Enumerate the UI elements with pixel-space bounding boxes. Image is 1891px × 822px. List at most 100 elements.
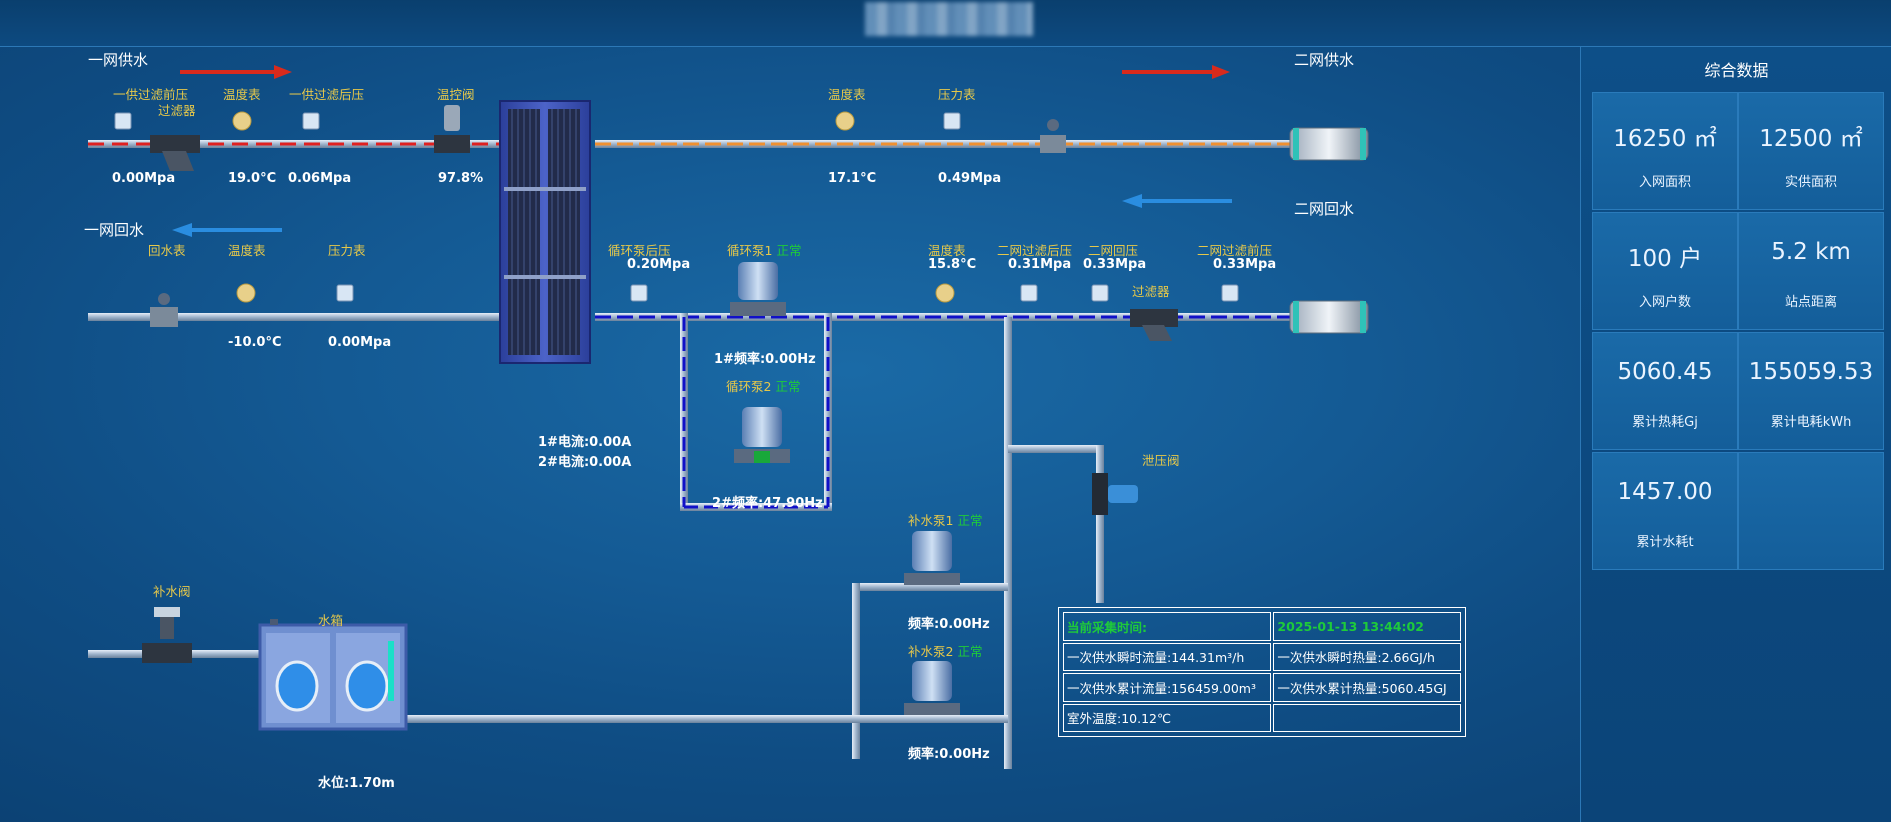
water-tank-label: 水箱 — [318, 613, 344, 628]
valve-open-value: 97.8% — [438, 171, 484, 186]
primary-return-pipe — [88, 313, 502, 321]
return-pressure-value: 0.00Mpa — [328, 335, 392, 350]
stat-cell-distance: 5.2 km 站点距离 — [1738, 212, 1884, 330]
empty-cell — [1273, 703, 1461, 732]
secondary-supply-label: 二网供水 — [1294, 51, 1355, 69]
flow-inst-cell: 一次供水瞬时流量:144.31m³/h — [1063, 642, 1272, 671]
pipe-network — [88, 65, 1369, 769]
collect-time-value: 2025-01-13 13:44:02 — [1273, 612, 1461, 641]
makeup-valve-label: 补水阀 — [153, 584, 191, 599]
pressure-gauge-icon — [302, 112, 320, 130]
makeup-riser-pipe — [1004, 317, 1012, 769]
secondary-supply-valve-icon — [1040, 119, 1066, 153]
temp-gauge-ret-label: 温度表 — [228, 243, 266, 258]
circ-pump-1-status: 正常 — [776, 243, 802, 258]
circ-pump-1-name: 循环泵1 — [727, 243, 773, 258]
sec-post-filter-label: 二网过滤后压 — [997, 243, 1073, 258]
makeup-pump-1-status: 正常 — [957, 513, 983, 528]
pressure-gauge-icon — [114, 112, 132, 130]
sec-post-filter-value: 0.31Mpa — [1008, 257, 1072, 272]
sr-temp-value: 15.8°C — [928, 257, 977, 272]
water-level-value: 水位:1.70m — [318, 776, 395, 791]
sec-pre-filter-label: 二网过滤前压 — [1197, 243, 1273, 258]
stat-cell-water-consumption: 1457.00 累计水耗t — [1592, 452, 1738, 570]
return-meter-label: 回水表 — [148, 243, 186, 258]
arrow-primary-supply-icon — [180, 65, 292, 79]
sec-return-pressure-label: 二网回压 — [1088, 243, 1139, 258]
circ-outlet-pressure-value: 0.20Mpa — [627, 257, 691, 272]
makeup-pump-2-status: 正常 — [957, 644, 983, 659]
stat-caption: 站点距离 — [1784, 295, 1837, 310]
makeup-pump-1-icon — [904, 531, 960, 585]
thermometer-icon — [835, 111, 855, 131]
pressure-gauge-icon — [336, 284, 354, 302]
current1-value: 1#电流:0.00A — [538, 435, 632, 450]
thermometer-icon — [935, 283, 955, 303]
stat-value: 1457.00 — [1617, 479, 1713, 505]
stat-caption: 累计水耗t — [1636, 535, 1694, 550]
makeup-pump-2-name: 补水泵2 — [908, 644, 954, 659]
filter-icon — [150, 135, 200, 171]
header-bar — [0, 0, 1891, 47]
makeup-pump-1-label: 补水泵1 正常 — [908, 510, 982, 529]
current2-value: 2#电流:0.00A — [538, 455, 632, 470]
stat-value: 16250 ㎡ — [1613, 126, 1717, 152]
sec-pre-filter-value: 0.33Mpa — [1213, 257, 1277, 272]
stat-caption: 入网面积 — [1638, 175, 1691, 190]
secondary-return-tank — [1289, 300, 1369, 334]
pressure-gauge-sec-label: 压力表 — [938, 87, 976, 102]
flow-total-cell: 一次供水累计流量:156459.00m³ — [1063, 673, 1272, 702]
temp-control-valve-icon — [434, 105, 470, 153]
post-filter-pressure-value: 0.06Mpa — [288, 171, 352, 186]
stat-value: 100 户 — [1627, 246, 1703, 272]
makeup-pipes — [405, 583, 1008, 759]
supply-temp-value: 19.0°C — [228, 171, 277, 186]
pre-filter-pressure-label: 一供过滤前压 — [113, 87, 189, 102]
stat-value: 155059.53 — [1748, 359, 1874, 385]
post-filter-pressure-label: 一供过滤后压 — [289, 87, 365, 102]
pressure-gauge-icon — [1091, 284, 1109, 302]
relief-valve-label: 泄压阀 — [1142, 453, 1180, 468]
page-title-blurred — [865, 2, 1033, 36]
water-tank-icon — [258, 619, 408, 731]
return-temp-value: -10.0°C — [228, 335, 282, 350]
circ-pump-2-label: 循环泵2 正常 — [726, 376, 800, 395]
circ-pump-2-name: 循环泵2 — [726, 379, 772, 394]
realtime-info-table: 当前采集时间: 2025-01-13 13:44:02 一次供水瞬时流量:144… — [1058, 607, 1466, 737]
filter-label: 过滤器 — [158, 103, 196, 118]
plate-heat-exchanger — [499, 100, 591, 364]
secondary-return-pipe — [595, 313, 1295, 321]
pressure-gauge-icon — [1221, 284, 1239, 302]
relief-valve-icon — [1092, 473, 1138, 515]
temp-gauge-label: 温度表 — [223, 87, 261, 102]
circ-pump-1-icon — [730, 262, 786, 316]
outdoor-temp-cell: 室外温度:10.12℃ — [1063, 703, 1272, 732]
primary-supply-pipe — [88, 140, 502, 148]
primary-supply-label: 一网供水 — [88, 51, 149, 69]
panel-title: 综合数据 — [1704, 61, 1769, 80]
collect-time-label: 当前采集时间: — [1063, 612, 1272, 641]
temp-gauge-sec-label: 温度表 — [828, 87, 866, 102]
stat-value: 5.2 km — [1771, 239, 1851, 265]
relief-branch-pipe — [1008, 445, 1104, 603]
stat-caption: 实供面积 — [1784, 175, 1837, 190]
temp-gauge-sr-label: 温度表 — [928, 243, 966, 258]
arrow-primary-return-icon — [172, 223, 282, 237]
heat-total-cell: 一次供水累计热量:5060.45GJ — [1273, 673, 1461, 702]
stat-caption: 累计热耗Gj — [1632, 415, 1698, 430]
stat-cell-power-consumption: 155059.53 累计电耗kWh — [1738, 332, 1884, 450]
stat-value: 5060.45 — [1617, 359, 1713, 385]
pump2-freq-value: 2#频率:47.90Hz — [712, 496, 823, 511]
stat-caption: 入网户数 — [1638, 295, 1691, 310]
pressure-gauge-icon — [1020, 284, 1038, 302]
stat-value: 12500 ㎡ — [1759, 126, 1863, 152]
stat-cell-households: 100 户 入网户数 — [1592, 212, 1738, 330]
arrow-secondary-supply-icon — [1122, 65, 1230, 79]
stat-caption: 累计电耗kWh — [1770, 415, 1852, 430]
secondary-return-label: 二网回水 — [1294, 200, 1355, 218]
sec-supply-temp-value: 17.1°C — [828, 171, 877, 186]
stat-cell-network-area: 16250 ㎡ 入网面积 — [1592, 92, 1738, 210]
pressure-gauge-icon — [943, 112, 961, 130]
stat-cell-actual-area: 12500 ㎡ 实供面积 — [1738, 92, 1884, 210]
makeup2-freq-value: 频率:0.00Hz — [908, 747, 990, 762]
